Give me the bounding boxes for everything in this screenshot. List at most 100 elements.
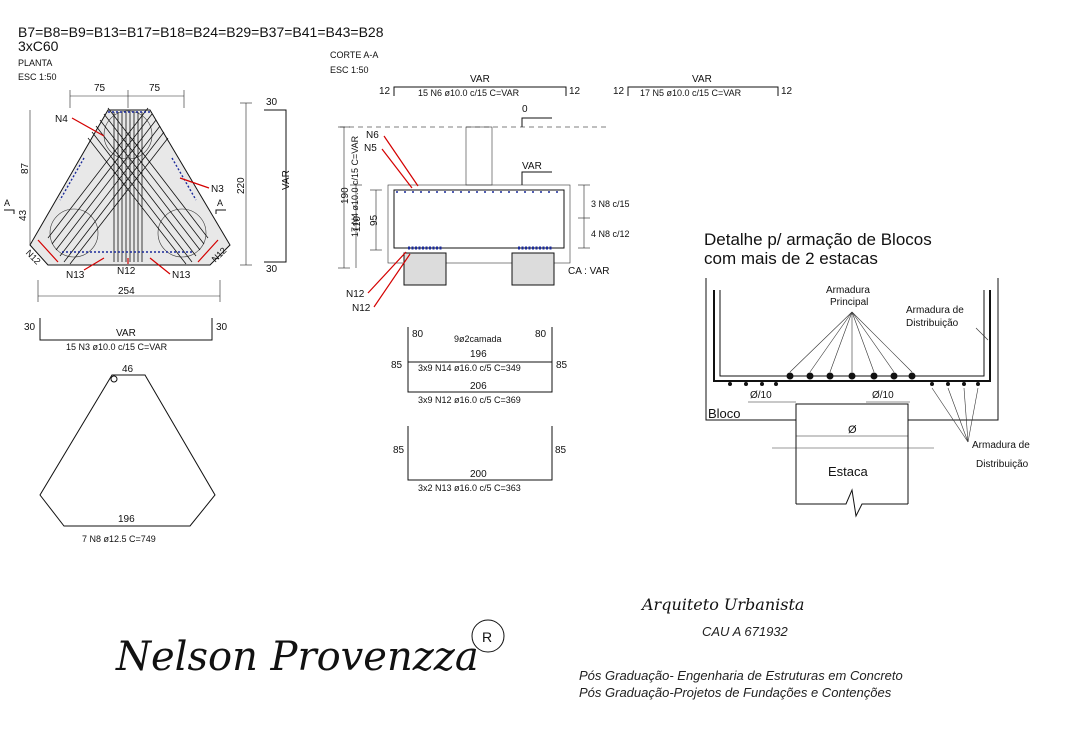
- dim-75-right: 75: [149, 83, 161, 94]
- n3-left: 30: [24, 322, 36, 333]
- label-n4: N4: [55, 114, 68, 125]
- cau-number: CAU A 671932: [702, 624, 789, 639]
- n6-var: VAR: [470, 74, 490, 85]
- bloco-label: Bloco: [708, 406, 741, 421]
- n3-bar-shape: 30 30 VAR 15 N3 ø10.0 c/15 C=VAR: [24, 318, 228, 352]
- dist-leaders-lower: [931, 387, 979, 443]
- label-n6: N6: [366, 130, 379, 141]
- planta-title: PLANTA: [18, 58, 52, 68]
- n5-spec: 17 N5 ø10.0 c/15 C=VAR: [640, 88, 742, 98]
- dim-43: 43: [18, 209, 29, 221]
- signature-block: Nelson Provenzza R Arquiteto Urbanista C…: [115, 595, 903, 700]
- cover-ca: CA : VAR: [568, 266, 610, 277]
- registered-mark: [471, 619, 505, 653]
- dim-95: 95: [369, 214, 380, 226]
- n5-right: 12: [781, 86, 793, 97]
- n4-bar-spec: 17 N4 ø10.0 c/15 C=VAR: [350, 135, 360, 237]
- distribution-rebar-dots: [728, 382, 980, 386]
- n13-bar-shape: 85 85 200 3x2 N13 ø16.0 c/5 C=363: [393, 426, 567, 493]
- n4-bar-top-30: 30: [266, 97, 278, 108]
- n14-right: 80: [535, 329, 547, 340]
- n12-right: 85: [556, 360, 568, 371]
- label-n13-left: N13: [66, 270, 85, 281]
- planta-view: PLANTA ESC 1:50: [4, 58, 360, 302]
- dim-190: 190: [340, 187, 351, 204]
- planta-scale: ESC 1:50: [18, 72, 57, 82]
- dim-220: 220: [236, 177, 247, 194]
- n12-length: 206: [470, 381, 487, 392]
- dim-87: 87: [20, 162, 31, 174]
- label-n12-corte-a: N12: [346, 289, 365, 300]
- phi-label: Ø: [848, 424, 857, 436]
- n6-bar-shape: 12 12 VAR 15 N6 ø10.0 c/15 C=VAR: [379, 74, 581, 98]
- n8-bar-shape: 46 196 7 N8 ø12.5 C=749: [39, 364, 216, 544]
- n5-left: 12: [613, 86, 625, 97]
- pile-top: [103, 110, 153, 160]
- stirrup-4n8: 4 N8 c/12: [591, 229, 630, 239]
- corte-scale: ESC 1:50: [330, 65, 369, 75]
- pile-left: [49, 208, 99, 258]
- rebar-bundle-diag-right: [47, 107, 169, 265]
- dim-110: 110: [352, 216, 363, 232]
- n12-bar-shape: 85 85 206 3x9 N12 ø16.0 c/5 C=369: [391, 344, 568, 405]
- level-var: VAR: [522, 161, 542, 172]
- block-list: B7=B8=B9=B13=B17=B18=B24=B29=B37=B41=B43…: [18, 24, 384, 40]
- label-n3: N3: [211, 184, 224, 195]
- dist-label-top-2: Distribuição: [906, 318, 959, 329]
- n12-spec: 3x9 N12 ø16.0 c/5 C=369: [418, 395, 521, 405]
- section-size: 3xC60: [18, 38, 59, 54]
- dist-label-bottom-2: Distribuição: [976, 459, 1029, 470]
- grad-line-1: Pós Graduação- Engenharia de Estruturas …: [579, 668, 903, 683]
- principal-label-1: Armadura: [826, 285, 870, 296]
- main-rebar-dots: [786, 372, 916, 380]
- n6-right: 12: [569, 86, 581, 97]
- detail-title-1: Detalhe p/ armação de Blocos: [704, 230, 932, 249]
- detail-title-2: com mais de 2 estacas: [704, 249, 878, 268]
- level-0: 0: [522, 104, 528, 115]
- detail-view: Detalhe p/ armação de Blocos com mais de…: [704, 230, 1030, 518]
- label-n13-right: N13: [172, 270, 191, 281]
- dist-label-top-1: Armadura de: [906, 305, 964, 316]
- block-section: [387, 184, 571, 264]
- n8-base: 196: [118, 514, 135, 525]
- n4-bar-bottom-30: 30: [266, 264, 278, 275]
- rebar-cage: [393, 189, 565, 249]
- n14-spec: 3x9 N14 ø16.0 c/5 C=349: [418, 363, 521, 373]
- phi10-left: Ø/10: [750, 390, 772, 401]
- label-n5: N5: [364, 143, 377, 154]
- registered-letter: R: [482, 629, 492, 645]
- corte-view: CORTE A-A ESC 1:50 0 VAR 190 110: [330, 50, 630, 314]
- n3-var: VAR: [116, 328, 136, 339]
- label-n12-corte-b: N12: [352, 303, 371, 314]
- principal-leaders: [789, 311, 913, 373]
- section-marker-left: A: [4, 198, 10, 208]
- label-n12-bottom: N12: [117, 266, 136, 277]
- n14-note: 9ø2camada: [454, 334, 502, 344]
- stirrup-3n8: 3 N8 c/15: [591, 199, 630, 209]
- grad-line-2: Pós Graduação-Projetos de Fundações e Co…: [579, 685, 892, 700]
- pile-right: [157, 208, 207, 258]
- dist-label-bottom-1: Armadura de: [972, 440, 1030, 451]
- pile-section-right: [511, 252, 555, 286]
- n14-left: 80: [412, 329, 424, 340]
- n13-right: 85: [555, 445, 567, 456]
- n5-var: VAR: [692, 74, 712, 85]
- column: [465, 126, 493, 186]
- dim-75-left: 75: [94, 83, 106, 94]
- n6-spec: 15 N6 ø10.0 c/15 C=VAR: [418, 88, 520, 98]
- n5-bar-shape: 12 12 VAR 17 N5 ø10.0 c/15 C=VAR: [613, 74, 793, 98]
- n14-length: 196: [470, 349, 487, 360]
- n12-corner-bars: [37, 239, 219, 263]
- n13-left: 85: [393, 445, 405, 456]
- estaca-label: Estaca: [828, 464, 869, 479]
- n3-right: 30: [216, 322, 228, 333]
- dim-254: 254: [118, 286, 135, 297]
- principal-label-2: Principal: [830, 297, 868, 308]
- n13-length: 200: [470, 469, 487, 480]
- rebar-bundle-diag-left: [87, 107, 209, 265]
- section-marker-right: A: [217, 198, 223, 208]
- n4-bar-var: VAR: [281, 170, 292, 190]
- profession: Arquiteto Urbanista: [640, 595, 804, 614]
- pile-section-left: [403, 252, 447, 286]
